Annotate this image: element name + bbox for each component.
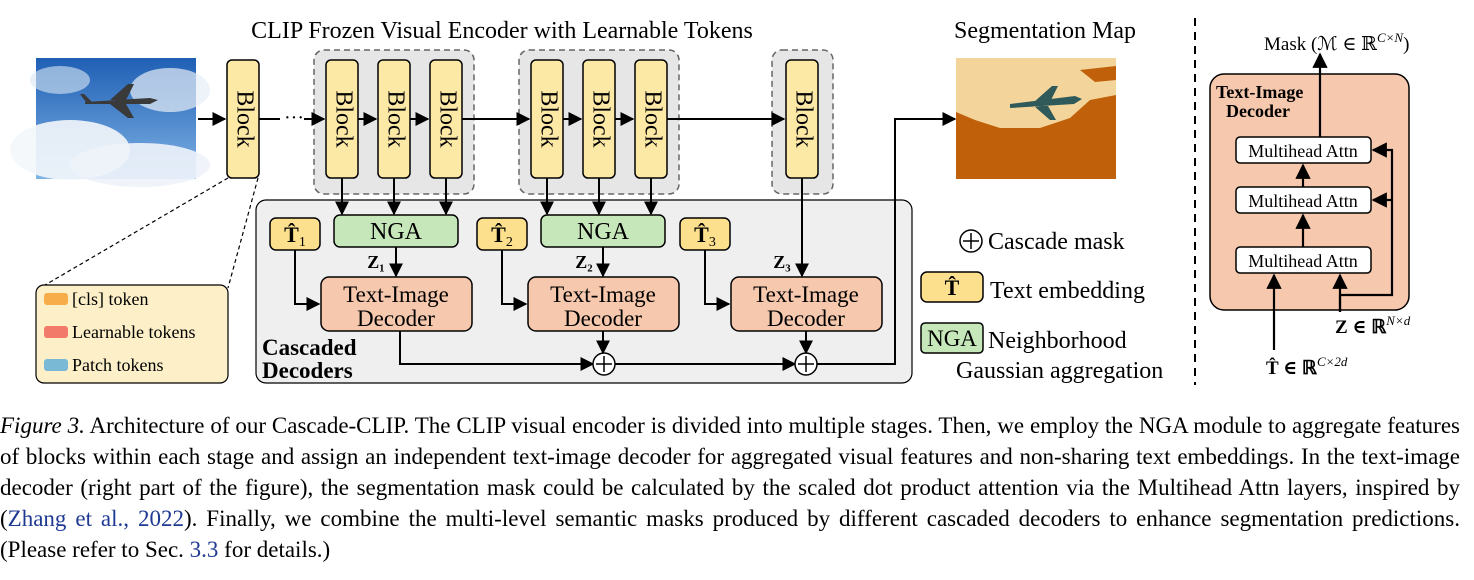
nga-label-line1: Neighborhood (988, 328, 1127, 354)
svg-text:T̂1: T̂1 (284, 222, 306, 250)
airplane-icon (80, 84, 158, 118)
figure-label: Figure 3. (0, 413, 85, 438)
z2-label: Z₂ (575, 252, 592, 272)
svg-text:Text-Image: Text-Image (550, 282, 656, 307)
z3-label: Z₃ (773, 252, 791, 272)
text-embedding-legend: T̂ Text embedding (920, 271, 1145, 304)
legend-patch-tokens: Patch tokens (72, 355, 164, 375)
encoder-block: Block (530, 59, 564, 179)
svg-text:Text-Image: Text-Image (343, 282, 449, 307)
svg-text:Block: Block (231, 90, 257, 147)
nga-module: NGA (540, 214, 666, 248)
figure-caption: Figure 3. Architecture of our Cascade-CL… (0, 410, 1460, 565)
svg-text:NGA: NGA (370, 219, 423, 245)
legend-learnable-tokens: Learnable tokens (72, 322, 195, 342)
svg-text:Multihead Attn: Multihead Attn (1248, 251, 1358, 271)
caption-text-3: for details.) (218, 537, 331, 562)
nga-label-line2: Gaussian aggregation (956, 358, 1163, 384)
ellipsis: ··· (284, 107, 304, 129)
svg-text:T̂: T̂ (945, 275, 960, 300)
caption-text-2: ). Finally, we combine the multi-level s… (0, 506, 1460, 562)
svg-text:Decoder: Decoder (564, 306, 642, 331)
text-embedding-label: Text embedding (990, 278, 1145, 304)
legend-cls-token: [cls] token (72, 289, 148, 309)
multihead-attn-layer: Multihead Attn (1235, 136, 1372, 164)
decoder-detail-title-2: Decoder (1226, 101, 1290, 121)
svg-text:NGA: NGA (927, 326, 977, 351)
encoder-block: Block (325, 59, 359, 179)
svg-text:Block: Block (535, 90, 561, 147)
encoder-block: Block (582, 59, 616, 179)
svg-text:Decoder: Decoder (357, 306, 435, 331)
text-embedding-t1: T̂1 (269, 217, 321, 251)
caption-text-1: Architecture of our Cascade-CLIP. The CL… (0, 413, 1460, 531)
text-embedding-t2: T̂2 (476, 217, 528, 251)
section-ref-link[interactable]: 3.3 (189, 537, 219, 562)
t-input-label: T̂ ∈ ℝC×2d (1266, 354, 1348, 379)
cascade-sum-node (592, 352, 616, 376)
svg-text:T̂2: T̂2 (491, 222, 513, 250)
z-input-label: Z ∈ ℝN×d (1335, 313, 1411, 338)
cascaded-decoders-label: Cascaded (262, 335, 357, 360)
multihead-attn-layer: Multihead Attn (1235, 246, 1372, 274)
svg-text:Multihead Attn: Multihead Attn (1248, 191, 1358, 211)
svg-text:Multihead Attn: Multihead Attn (1248, 141, 1358, 161)
oplus-legend: Cascade mask (959, 229, 1125, 255)
mask-output-label: Mask (ℳ ∈ ℝC×N) (1264, 30, 1409, 55)
svg-text:Block: Block (330, 90, 356, 147)
svg-text:NGA: NGA (577, 219, 630, 245)
svg-text:Decoder: Decoder (767, 306, 845, 331)
citation-link[interactable]: Zhang et al., 2022 (7, 506, 184, 531)
svg-text:Block: Block (587, 90, 613, 147)
airplane-icon (1010, 86, 1082, 120)
svg-text:Block: Block (382, 90, 408, 147)
input-image (10, 58, 210, 187)
architecture-diagram: CLIP Frozen Visual Encoder with Learnabl… (10, 18, 1411, 385)
segmentation-map-image (956, 58, 1116, 179)
nga-module: NGA (333, 214, 459, 248)
z1-label: Z₁ (367, 252, 384, 272)
nga-legend: NGA Neighborhood Gaussian aggregation (920, 322, 1163, 384)
cascaded-decoders-label-2: Decoders (262, 358, 353, 383)
encoder-title: CLIP Frozen Visual Encoder with Learnabl… (251, 18, 753, 44)
svg-text:Text-Image: Text-Image (753, 282, 859, 307)
text-image-decoder: Text-Image Decoder (320, 276, 473, 332)
encoder-block: Block (429, 59, 463, 179)
svg-text:Block: Block (790, 90, 816, 147)
decoder-detail-title: Text-Image (1216, 82, 1303, 102)
cascade-mask-label: Cascade mask (988, 229, 1125, 255)
text-image-decoder: Text-Image Decoder (527, 276, 680, 332)
svg-text:Block: Block (434, 90, 460, 147)
token-legend: [cls] token Learnable tokens Patch token… (35, 284, 229, 384)
svg-text:Block: Block (639, 90, 665, 147)
encoder-block: Block (634, 59, 668, 179)
encoder-block: Block (377, 59, 411, 179)
encoder-block: Block (785, 59, 819, 179)
cascade-sum-node (794, 352, 818, 376)
multihead-attn-layer: Multihead Attn (1235, 186, 1372, 214)
text-image-decoder: Text-Image Decoder (730, 276, 883, 332)
svg-text:T̂3: T̂3 (694, 222, 716, 250)
text-embedding-t3: T̂3 (679, 217, 731, 251)
segmentation-map-title: Segmentation Map (954, 18, 1136, 44)
encoder-block: Block (226, 59, 260, 179)
